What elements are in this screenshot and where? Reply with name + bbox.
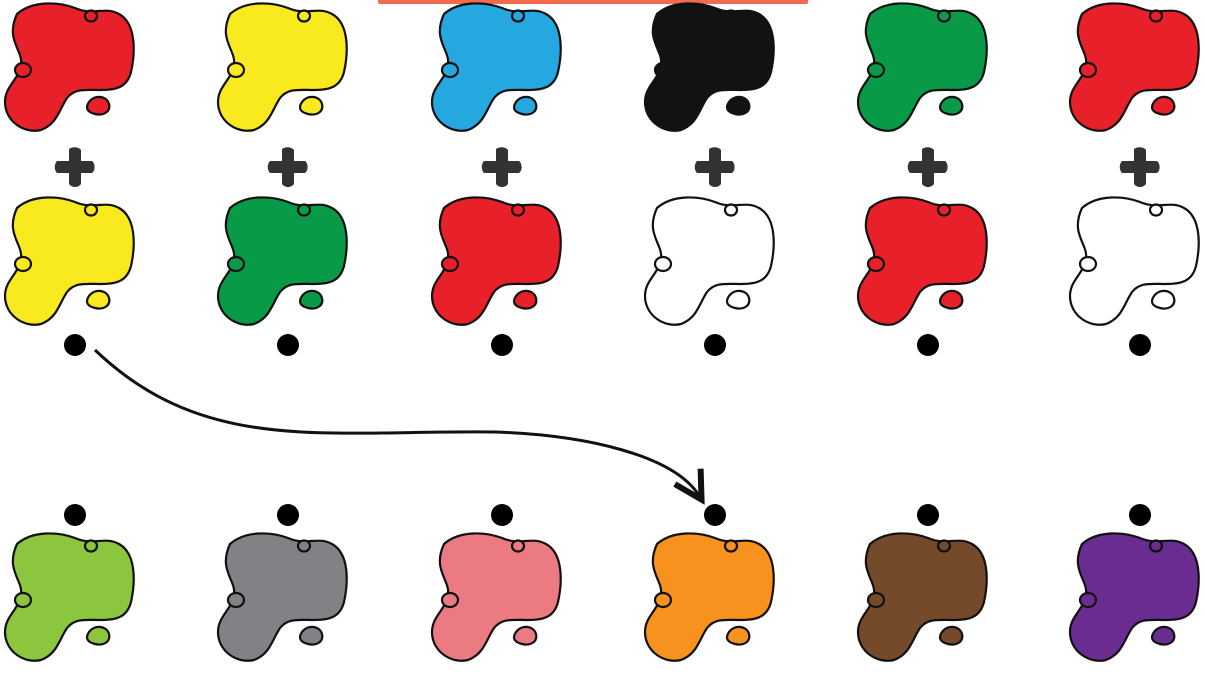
target-dot-red-yellow <box>64 504 86 526</box>
paint-blob-first-black-white[interactable] <box>645 3 774 130</box>
paint-blob-first-yellow-green[interactable] <box>218 3 347 130</box>
source-dot-blue-red <box>491 334 513 356</box>
paint-blob-first-red-white[interactable] <box>1070 3 1199 130</box>
paint-blob-second-black-white[interactable] <box>645 197 774 324</box>
source-dot-yellow-green <box>277 334 299 356</box>
connector-arrow[interactable] <box>95 350 700 497</box>
target-dot-black-white <box>704 504 726 526</box>
paint-blob-result-black-white[interactable] <box>645 533 774 660</box>
target-dot-yellow-green <box>277 504 299 526</box>
paint-blob-second-yellow-green[interactable] <box>218 197 347 324</box>
plus-icon-yellow-green <box>268 147 308 187</box>
source-dot-black-white <box>704 334 726 356</box>
paint-blob-first-green-red[interactable] <box>858 3 987 130</box>
plus-icon-red-yellow <box>55 147 95 187</box>
target-dot-green-red <box>917 504 939 526</box>
paint-blob-result-yellow-green[interactable] <box>218 533 347 660</box>
paint-blob-second-blue-red[interactable] <box>432 197 561 324</box>
source-dot-red-yellow <box>64 334 86 356</box>
plus-icon-red-white <box>1120 147 1160 187</box>
target-dot-blue-red <box>491 504 513 526</box>
paint-blob-first-blue-red[interactable] <box>432 3 561 130</box>
source-dot-green-red <box>917 334 939 356</box>
paint-blob-result-blue-red[interactable] <box>432 533 561 660</box>
paint-blob-first-red-yellow[interactable] <box>5 3 134 130</box>
source-dot-red-white <box>1129 334 1151 356</box>
target-dot-red-white <box>1129 504 1151 526</box>
paint-blob-second-red-white[interactable] <box>1070 197 1199 324</box>
paint-blob-result-red-white[interactable] <box>1070 533 1199 660</box>
paint-blob-result-red-yellow[interactable] <box>5 533 134 660</box>
paint-blob-second-green-red[interactable] <box>858 197 987 324</box>
plus-icon-black-white <box>695 147 735 187</box>
paint-blob-result-green-red[interactable] <box>858 533 987 660</box>
paint-blob-second-red-yellow[interactable] <box>5 197 134 324</box>
plus-icon-green-red <box>908 147 948 187</box>
plus-icon-blue-red <box>482 147 522 187</box>
